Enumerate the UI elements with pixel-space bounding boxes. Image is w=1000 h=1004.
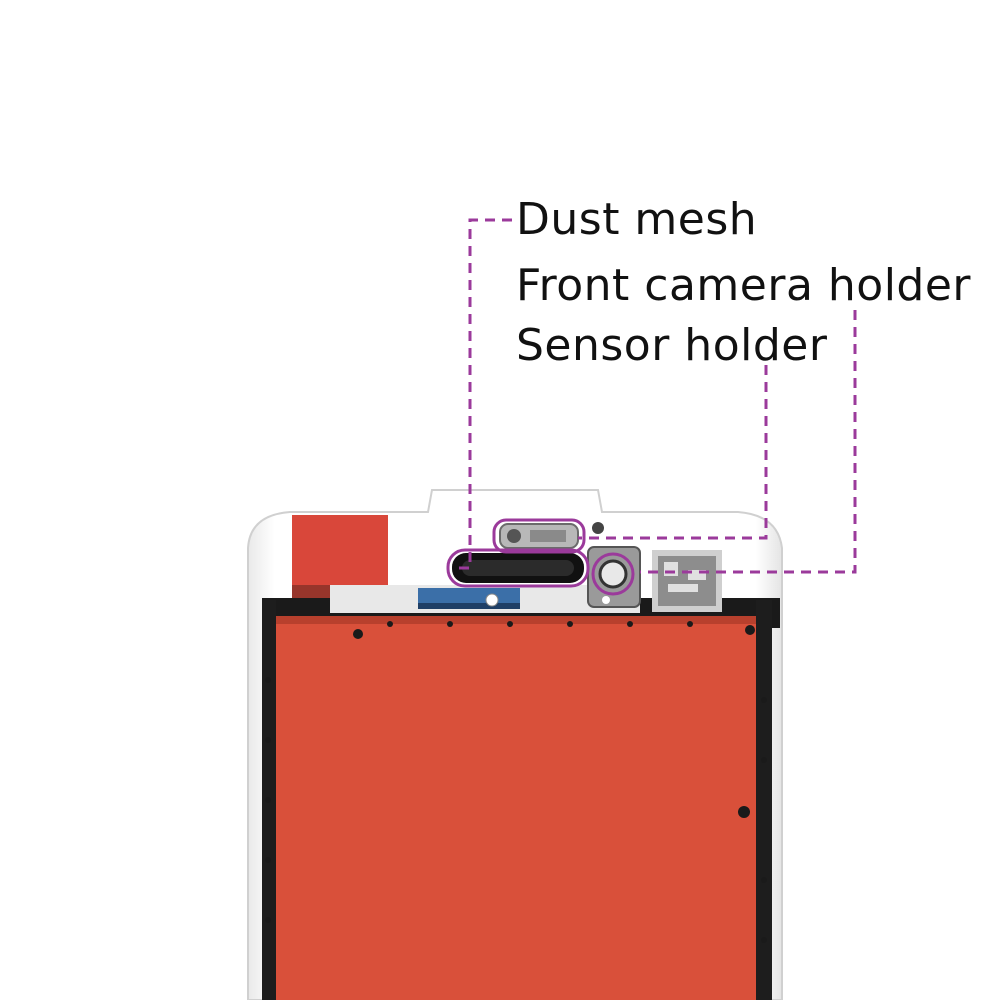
frame-clips (265, 621, 767, 943)
camera-highlight (492, 518, 586, 554)
lcd-protective-film (276, 616, 756, 1000)
earpiece-highlight (446, 548, 590, 588)
dust-mesh-label: Dust mesh (516, 194, 758, 245)
sensor-holder-label: Sensor holder (516, 320, 828, 371)
callout-lines (452, 218, 857, 574)
sensor-highlight (591, 552, 635, 596)
front-camera-holder-label: Front camera holder (516, 260, 972, 311)
